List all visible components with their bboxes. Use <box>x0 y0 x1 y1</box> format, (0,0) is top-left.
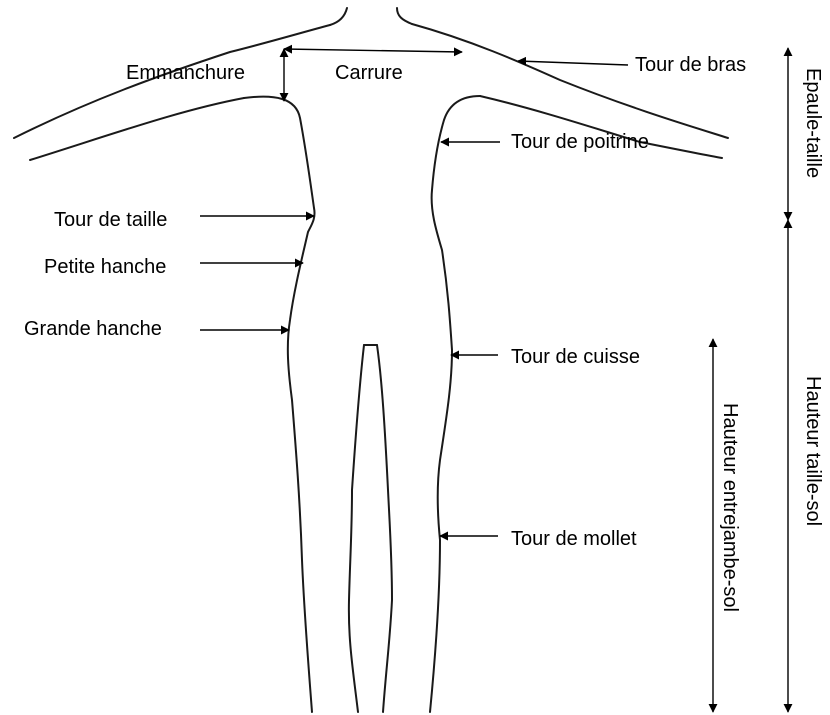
inner-right-leg <box>377 345 392 712</box>
label-petite-hanche: Petite hanche <box>44 256 166 278</box>
neck-right-line <box>397 8 412 24</box>
label-emmanchure: Emmanchure <box>126 62 245 84</box>
left-body-contour <box>244 97 315 712</box>
measurement-labels: Emmanchure Carrure Tour de bras Tour de … <box>24 54 824 612</box>
label-carrure: Carrure <box>335 62 403 84</box>
label-hauteur-taille-sol: Hauteur taille-sol <box>802 376 824 526</box>
label-tour-de-poitrine: Tour de poitrine <box>511 131 649 153</box>
inner-left-leg <box>349 345 364 712</box>
right-body-contour <box>430 96 480 712</box>
label-tour-de-cuisse: Tour de cuisse <box>511 346 640 368</box>
left-arm-lower-line <box>30 98 244 160</box>
neck-left-line <box>330 8 347 25</box>
measurement-arrows <box>200 48 788 712</box>
label-tour-de-taille: Tour de taille <box>54 209 167 231</box>
label-hauteur-entrejambe-sol: Hauteur entrejambe-sol <box>719 403 741 612</box>
label-epaule-taille: Epaule-taille <box>802 68 824 178</box>
label-tour-de-bras: Tour de bras <box>635 54 746 76</box>
carrure-arrow <box>284 49 462 52</box>
label-grande-hanche: Grande hanche <box>24 318 162 340</box>
tour-de-bras-arrow <box>518 61 628 65</box>
label-tour-de-mollet: Tour de mollet <box>511 528 637 550</box>
